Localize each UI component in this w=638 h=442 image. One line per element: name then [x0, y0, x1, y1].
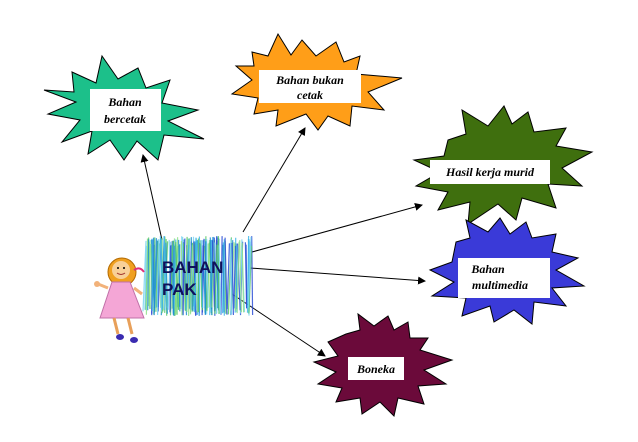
scribble-stroke: [242, 243, 243, 313]
arrow-to-bahan-bukan-cetak: [243, 128, 305, 232]
center-node: BAHAN PAK: [143, 236, 253, 316]
node-bahan-bercetak: Bahan bercetak: [44, 56, 204, 160]
arrow-to-bahan-bercetak: [143, 155, 162, 240]
node-label-line1: Bahan: [107, 95, 142, 109]
center-label-line1: BAHAN: [162, 258, 223, 277]
arrow-to-hasil-kerja-murid: [252, 205, 422, 252]
node-label-line1: Bahan: [470, 262, 505, 276]
node-label-line2: multimedia: [472, 278, 528, 292]
node-label-line1: Boneka: [356, 362, 395, 376]
scribble-stroke: [170, 245, 171, 312]
scribble-stroke: [164, 244, 165, 310]
node-label-line2: cetak: [297, 88, 323, 102]
node-label-line1: Hasil kerja murid: [445, 165, 535, 179]
center-label-line2: PAK: [162, 280, 197, 299]
node-hasil-kerja-murid: Hasil kerja murid: [414, 106, 592, 224]
node-label-line1: Bahan bukan: [275, 73, 344, 87]
node-label-line2: bercetak: [104, 112, 146, 126]
node-boneka: Boneka: [314, 314, 452, 416]
girl-doll-icon: [94, 258, 144, 343]
node-bahan-bukan-cetak: Bahan bukan cetak: [232, 34, 402, 130]
arrow-to-bahan-multimedia: [250, 268, 425, 281]
node-bahan-multimedia: Bahan multimedia: [430, 218, 584, 324]
scribble-stroke: [181, 241, 182, 315]
